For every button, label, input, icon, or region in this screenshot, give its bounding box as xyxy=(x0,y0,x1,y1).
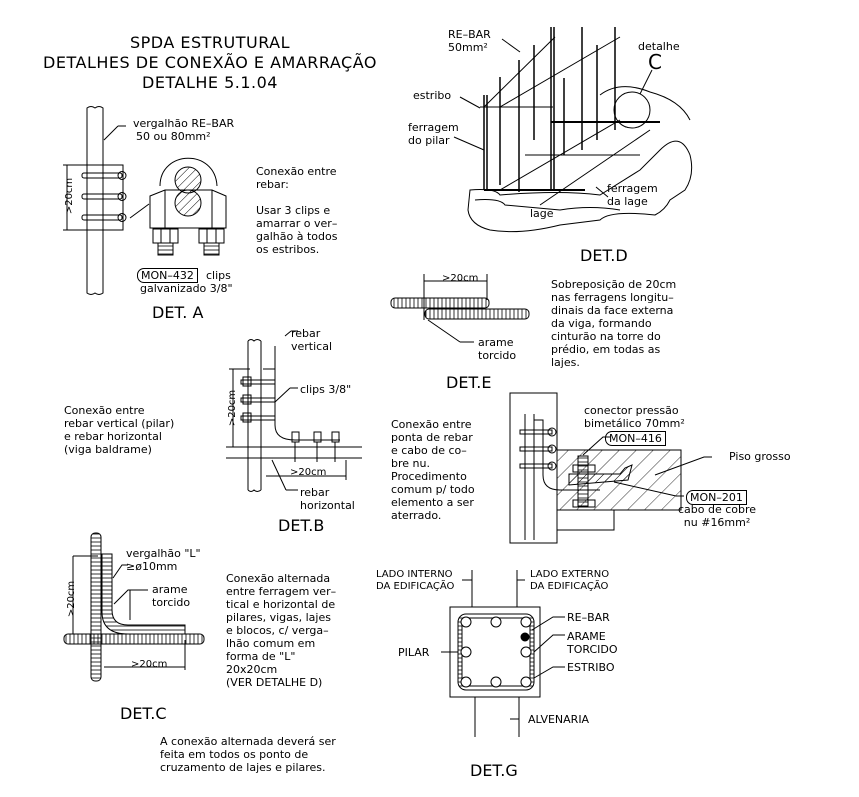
det-c-drawing xyxy=(63,532,205,682)
det-d-detalhe-ref: C xyxy=(648,50,662,74)
det-c-title: DET.C xyxy=(120,704,167,723)
det-a-rebar-label-1: vergalhão RE–BAR xyxy=(133,117,235,130)
det-g-pilar-label: PILAR xyxy=(398,646,430,659)
clip-u-bolt xyxy=(159,157,218,187)
det-e-dim-label: >20cm xyxy=(442,273,479,284)
slab-outline xyxy=(467,140,693,233)
det-d-title: DET.D xyxy=(580,246,628,265)
det-e-note: Sobreposição de 20cm nas ferragens longi… xyxy=(551,278,677,369)
rebar-circles xyxy=(460,616,532,688)
det-b-rebar-vertical-label: rebar vertical xyxy=(291,327,333,353)
header-title-3: DETALHE 5.1.04 xyxy=(142,73,278,92)
det-b-note: Conexão entre rebar vertical (pilar) e r… xyxy=(64,404,175,456)
det-g-drawing xyxy=(441,570,565,737)
det-d-ferragem-lage-label: ferragem da lage xyxy=(607,182,658,208)
det-f-cable-label: cabo de cobre nu #16mm² xyxy=(678,503,757,529)
det-a-clips-label: clips xyxy=(206,269,231,282)
det-c-l-bar xyxy=(101,553,186,635)
header-title-1: SPDA ESTRUTURAL xyxy=(129,33,291,52)
det-c-arame-label: arame torcido xyxy=(152,583,191,609)
det-b-drawing xyxy=(226,330,362,492)
clip-nut-right xyxy=(198,228,225,244)
det-d-drawing xyxy=(453,27,693,233)
det-a-leader xyxy=(103,125,119,141)
det-f-leader-2 xyxy=(654,456,712,476)
det-b-rebar-horizontal-label: rebar horizontal xyxy=(300,486,355,512)
header-title-2: DETALHES DE CONEXÃO E AMARRAÇÃO xyxy=(43,53,377,72)
det-f-piso-label: Piso grosso xyxy=(729,450,791,463)
det-f-leader-3 xyxy=(613,481,684,497)
det-e-arame-label: arame torcido xyxy=(478,336,517,362)
det-c-rebar-horizontal xyxy=(63,633,205,645)
det-e-bar-bottom xyxy=(424,308,530,320)
det-a-note: Conexão entre rebar: Usar 3 clips e amar… xyxy=(256,165,338,256)
det-a-part-code: MON–432 xyxy=(137,268,198,283)
det-a-dim-label: >20cm xyxy=(64,177,76,215)
detail-c-circle xyxy=(613,91,651,129)
det-c-vergalhao-label: vergalhão "L" ≥ø10mm xyxy=(126,547,201,573)
det-a-rebar-label-2: 50 ou 80mm² xyxy=(136,130,211,143)
det-f-drawing xyxy=(509,392,712,544)
det-b-title: DET.B xyxy=(278,516,325,535)
det-d-estribo-label: estribo xyxy=(413,89,452,102)
det-c-dim-horizontal: >20cm xyxy=(131,659,168,670)
det-e-title: DET.E xyxy=(446,373,492,392)
det-f-connector-label: conector pressão bimetálico 70mm² xyxy=(584,404,685,430)
det-e-drawing xyxy=(390,274,530,343)
det-c-dim-vertical: >20cm xyxy=(66,580,78,618)
det-a-clips xyxy=(81,171,127,222)
det-e-bar-top xyxy=(390,297,490,309)
det-d-detalhe-label: detalhe xyxy=(638,40,680,53)
det-g-alvenaria-label: ALVENARIA xyxy=(528,713,590,726)
det-c-footnote: A conexão alternada deverá ser feita em … xyxy=(160,735,336,774)
det-f-part-code-2: MON–201 xyxy=(686,490,747,505)
det-b-dim-vertical: >20cm xyxy=(227,389,239,427)
det-a-clips-label-2: galvanizado 3/8" xyxy=(140,282,233,295)
det-f-part-code-1: MON–416 xyxy=(605,431,666,446)
det-d-lage-label: lage xyxy=(530,207,554,220)
det-g-arame-label: ARAME TORCIDO xyxy=(567,630,618,656)
det-b-clips-label: clips 3/8" xyxy=(300,383,352,396)
det-g-lado-externo: LADO EXTERNO DA EDIFICAÇÃO xyxy=(530,569,610,592)
det-a-title: DET. A xyxy=(152,303,204,322)
det-b-clips xyxy=(240,376,340,462)
det-g-rebar-label: RE–BAR xyxy=(567,611,610,624)
det-g-estribo-label: ESTRIBO xyxy=(567,661,615,674)
det-b-dim-horizontal: >20cm xyxy=(290,467,327,478)
det-d-ferragem-pilar-label: ferragem do pilar xyxy=(408,121,459,147)
det-c-rebar-vertical xyxy=(90,532,102,682)
det-d-rebar-label: RE–BAR 50mm² xyxy=(448,28,491,54)
det-a-estribo xyxy=(86,164,124,231)
det-g-title: DET.G xyxy=(470,761,518,780)
det-a-drawing xyxy=(63,106,227,295)
det-b-rebar-horizontal xyxy=(226,446,362,459)
det-g-lado-interno: LADO INTERNO DA EDIFICAÇÃO xyxy=(376,569,455,592)
det-c-note: Conexão alternada entre ferragem ver– ti… xyxy=(226,572,337,689)
det-f-note: Conexão entre ponta de rebar e cabo de c… xyxy=(391,418,475,522)
clip-nut-left xyxy=(152,228,179,244)
det-a-rebar xyxy=(86,106,104,295)
